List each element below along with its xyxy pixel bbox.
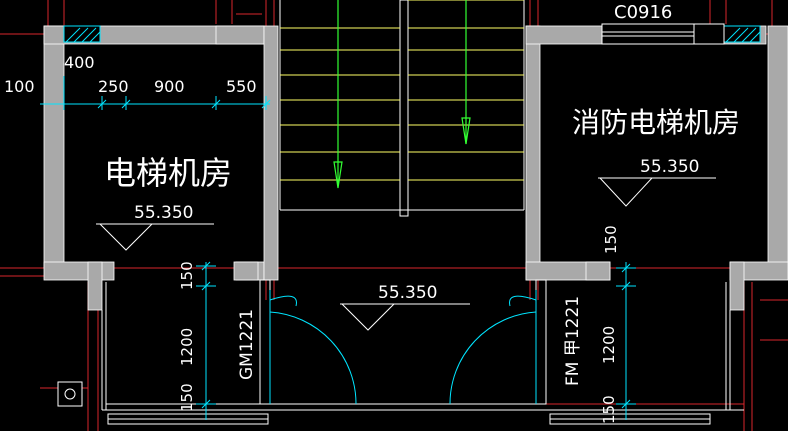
dimension-lines (40, 76, 636, 420)
stair-arrows (333, 0, 471, 189)
lobby-elevation: 55.350 (378, 283, 437, 303)
stairs (279, 0, 525, 217)
right-room-elevation: 55.350 (640, 157, 699, 177)
top-window-code: C0916 (614, 2, 672, 23)
elevation-markers (96, 177, 716, 331)
left-door-bottom-dim: 150 (178, 383, 196, 412)
top-offset-dim: 400 (64, 53, 95, 72)
left-door-top-dim: 150 (178, 261, 196, 290)
hatch-blocks (63, 23, 761, 281)
right-wall-top-dim: 150 (602, 225, 620, 254)
door-swings (269, 290, 537, 405)
left-door-width-dim: 1200 (178, 328, 196, 366)
right-door-bottom-dim: 150 (600, 395, 618, 424)
right-door-width-dim: 1200 (600, 326, 618, 364)
right-room-name: 消防电梯机房 (572, 106, 740, 139)
seg1-dim: 250 (98, 77, 129, 96)
lobby-outline (101, 279, 744, 425)
left-room-elevation: 55.350 (134, 203, 193, 223)
seg3-dim: 550 (226, 77, 257, 96)
seg2-dim: 900 (154, 77, 185, 96)
outlet-symbol (57, 381, 83, 407)
left-offset-dim: 100 (4, 77, 35, 96)
left-room-name: 电梯机房 (104, 154, 232, 192)
left-door-code: GM1221 (237, 309, 257, 380)
right-door-code: FM 甲1221 (563, 296, 583, 386)
